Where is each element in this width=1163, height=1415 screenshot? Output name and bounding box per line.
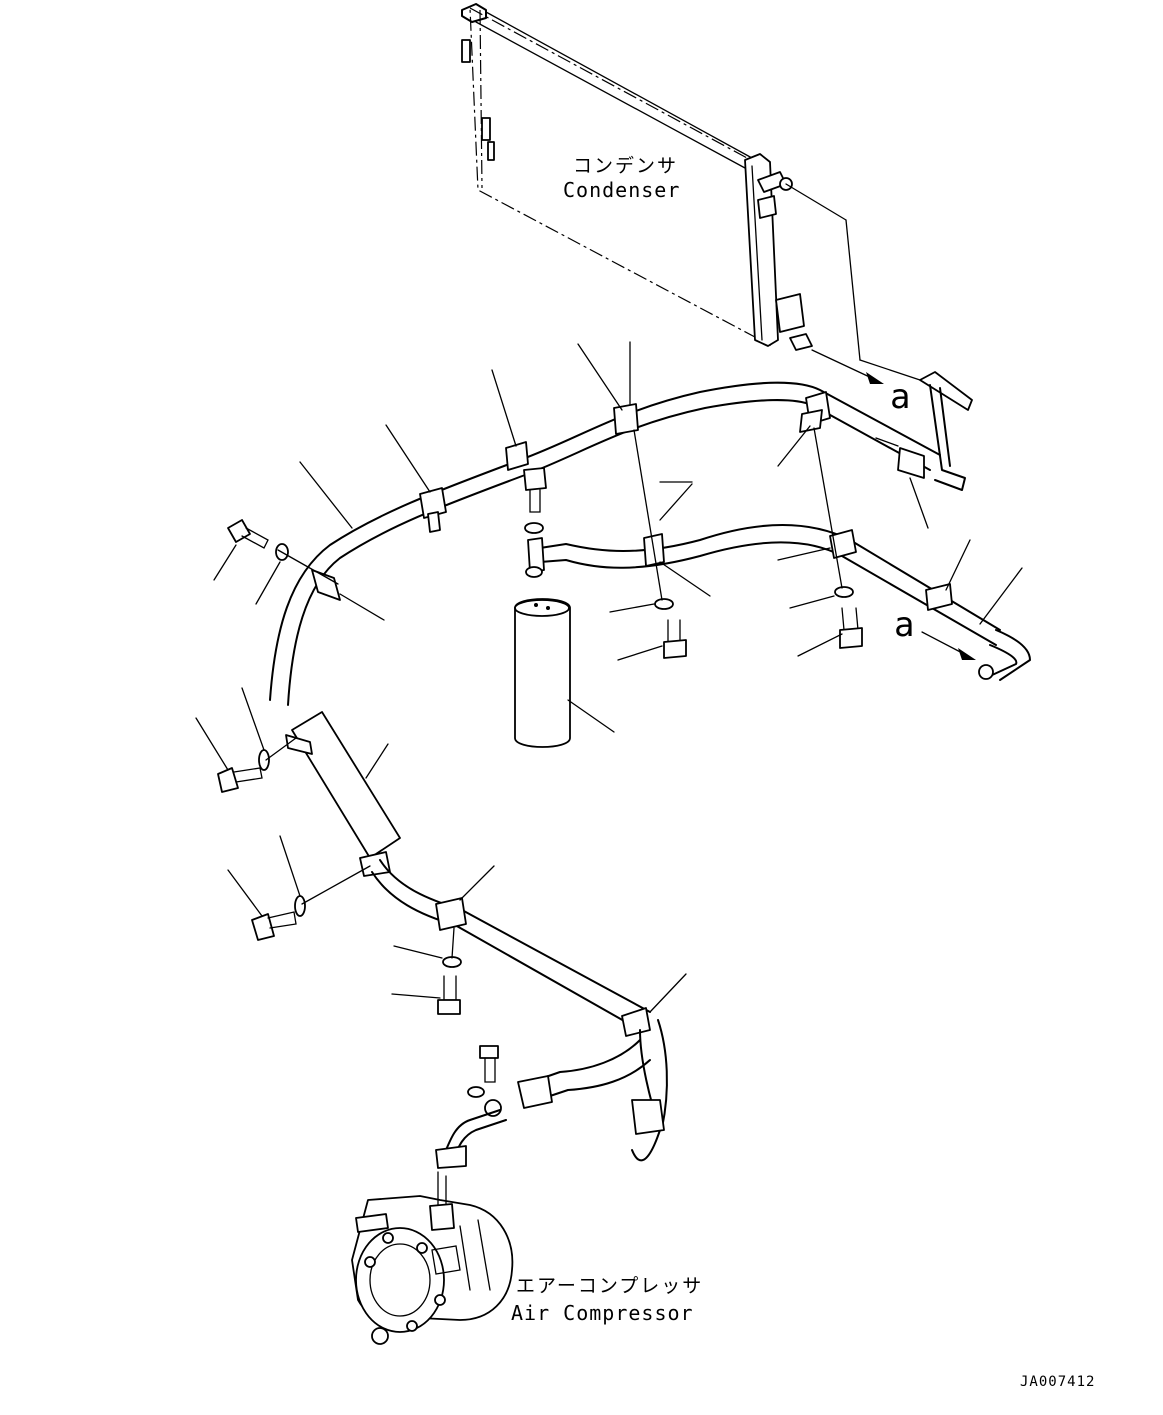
air-compressor: エアーコンプレッサ Air Compressor — [351, 1171, 703, 1345]
discharge-hose — [269, 381, 941, 706]
condenser-pipe-fitting — [919, 371, 973, 491]
condenser-label-jp: コンデンサ — [573, 155, 678, 177]
sleeve — [285, 711, 651, 1037]
suction-hose — [435, 1019, 668, 1169]
compressor-label-en: Air Compressor — [511, 1301, 694, 1325]
reference-a-top: a — [890, 377, 910, 417]
reference-arrow-a-bottom: a — [894, 605, 976, 660]
drawing-id: JA007412 — [1020, 1374, 1095, 1390]
reference-arrow-a-top: a — [811, 349, 910, 417]
compressor-label-jp: エアーコンプレッサ — [516, 1275, 703, 1297]
condenser-label-en: Condenser — [563, 178, 680, 202]
reference-a-bottom: a — [894, 605, 914, 645]
receiver-drier — [514, 467, 571, 748]
leader-lines — [195, 341, 1023, 1013]
liquid-hose — [525, 524, 1031, 681]
condenser: コンデンサ Condenser — [461, 3, 933, 385]
